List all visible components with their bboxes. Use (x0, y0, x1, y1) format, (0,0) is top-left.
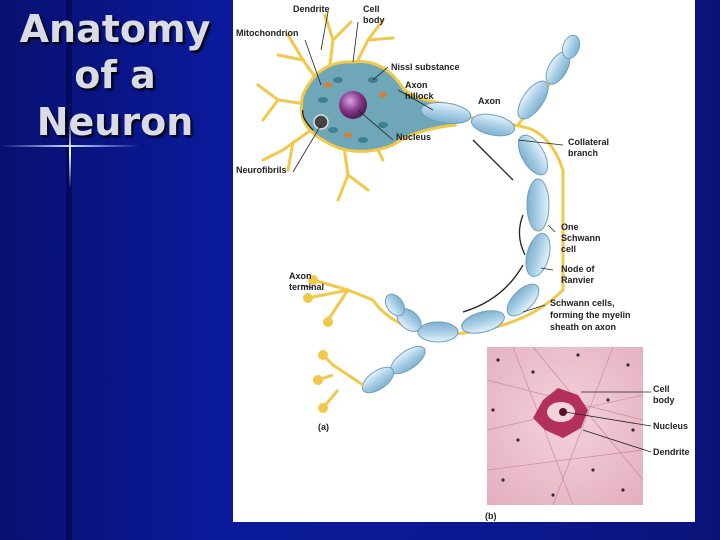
sparkle-horizontal (0, 145, 140, 147)
micrograph-leaders (564, 391, 652, 453)
cell-body (299, 60, 457, 153)
label-nucleus: Nucleus (396, 132, 431, 142)
label-schwann-3: cell (561, 244, 576, 254)
label-collateral-1: Collateral (568, 137, 609, 147)
title-line-1: Anatomy (19, 7, 211, 51)
terminal-buttons (303, 275, 333, 413)
label-nissl: Nissl substance (391, 62, 460, 72)
micrograph (486, 346, 644, 506)
label-mitochondrion: Mitochondrion (236, 28, 299, 38)
label-axon-hillock-2: hillock (405, 91, 435, 101)
label-b-cell-body-1: Cell (653, 384, 670, 394)
label-cell-body-1: Cell (363, 4, 380, 14)
nucleolus (313, 114, 329, 130)
leader-lines (292, 11, 564, 313)
label-myelin-2: forming the myelin (550, 310, 631, 320)
label-panel-a: (a) (318, 422, 329, 432)
mitochondria (324, 82, 387, 138)
label-schwann-2: Schwann (561, 233, 601, 243)
nucleus (339, 91, 367, 119)
neuron-diagram-svg: Dendrite Cell body Mitochondrion Nissl s… (236, 4, 690, 521)
label-axon-terminal-1: Axon (289, 271, 312, 281)
label-cell-body-2: body (363, 15, 385, 25)
label-myelin-1: Schwann cells, (550, 298, 615, 308)
slide-title: Anatomy of a Neuron (10, 6, 220, 145)
label-ranvier-2: Ranvier (561, 275, 595, 285)
myelin-sheath (361, 34, 581, 394)
slide-left-band (66, 0, 72, 540)
label-panel-b: (b) (485, 511, 497, 521)
label-b-cell-body-2: body (653, 395, 675, 405)
label-b-dendrite: Dendrite (653, 447, 690, 457)
label-axon-hillock-1: Axon (405, 80, 428, 90)
nissl-bodies (318, 77, 388, 143)
title-line-2: of a (74, 53, 156, 98)
label-b-nucleus: Nucleus (653, 421, 688, 431)
label-neurofibrils: Neurofibrils (236, 165, 287, 175)
title-line-3: Neuron (36, 99, 194, 144)
label-myelin-3: sheath on axon (550, 322, 616, 332)
label-ranvier-1: Node of (561, 264, 595, 274)
neuron-figure: Dendrite Cell body Mitochondrion Nissl s… (233, 0, 695, 522)
label-dendrite: Dendrite (293, 4, 330, 14)
flow-arrows (302, 109, 526, 313)
label-collateral-2: branch (568, 148, 598, 158)
label-axon-terminal-2: terminal (289, 282, 324, 292)
sparkle-vertical (69, 118, 71, 188)
label-axon: Axon (478, 96, 501, 106)
dendrites (256, 13, 395, 202)
label-schwann-1: One (561, 222, 579, 232)
